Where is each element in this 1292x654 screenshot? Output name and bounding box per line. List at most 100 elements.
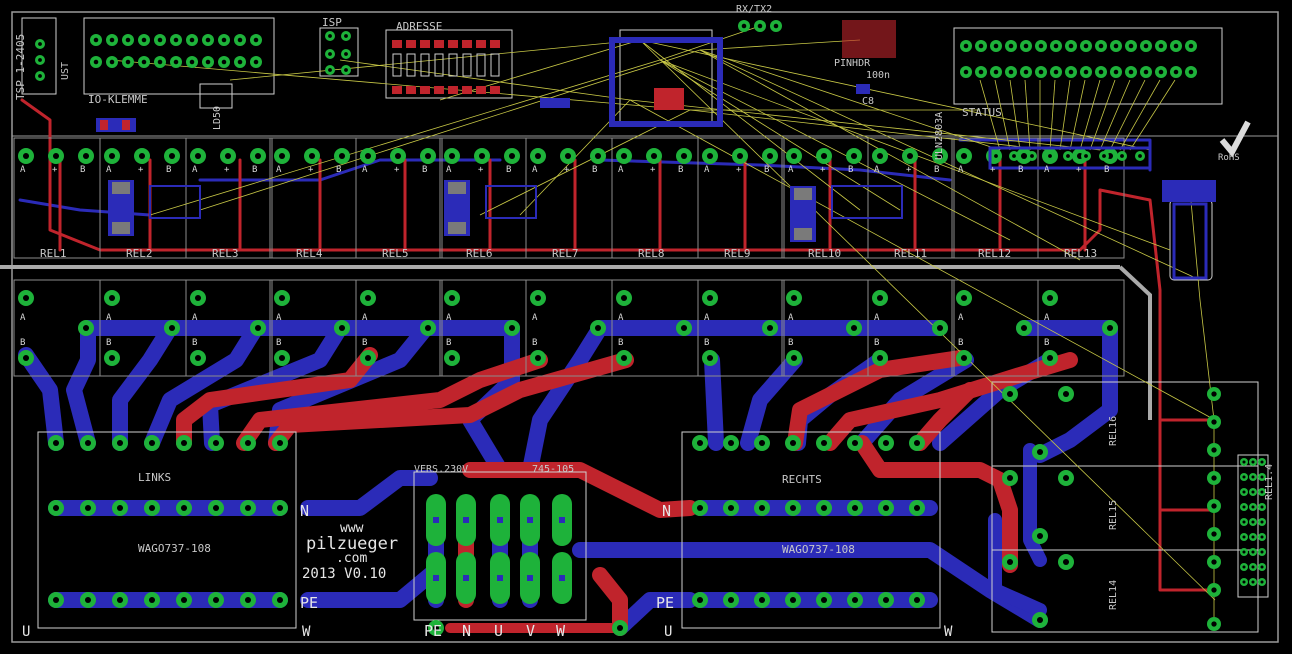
wago-left-pad-n	[176, 500, 192, 516]
relay-pin-label: B	[192, 338, 197, 348]
isp-pad	[341, 65, 351, 75]
wago-right-pad-pe	[847, 592, 863, 608]
side-header-pad	[1240, 563, 1248, 571]
wago-left-pad-top	[144, 435, 160, 451]
label-uln: ULN2803A	[934, 112, 945, 160]
wago-right-pad-n	[754, 500, 770, 516]
io-header-pad	[138, 34, 150, 46]
side-header-pad	[1240, 458, 1248, 466]
relay-pad-b	[676, 148, 692, 164]
wago-right-pad-top	[692, 435, 708, 451]
label-links: LINKS	[138, 471, 171, 484]
relay-pin-label: B	[422, 165, 427, 175]
dip-pad	[462, 40, 472, 48]
relay-pad-a	[360, 148, 376, 164]
side-relay-pad	[1002, 554, 1018, 570]
wago-left-pad-top	[112, 435, 128, 451]
wago-left-pad-top	[272, 435, 288, 451]
airwire	[1059, 79, 1071, 151]
wago-right-pad-n	[909, 500, 925, 516]
side-header-pad	[1258, 548, 1266, 556]
status-header-pad	[1050, 40, 1062, 52]
relay-contact-pad	[702, 350, 718, 366]
io-header-pad	[186, 56, 198, 68]
airwire	[1009, 79, 1021, 151]
relay-pad-plus	[816, 148, 832, 164]
relay-cell-outlines	[13, 137, 1125, 377]
rxtx-pad	[754, 20, 766, 32]
relay-pin-label: B	[788, 338, 793, 348]
wago-left-pad-top	[176, 435, 192, 451]
rxtx-pad	[770, 20, 782, 32]
io-header-pad	[202, 56, 214, 68]
io-header-pad	[202, 34, 214, 46]
relay-contact-pad	[786, 290, 802, 306]
io-header-pad	[90, 34, 102, 46]
dip-switch	[406, 53, 416, 77]
status-header-pad	[1125, 66, 1137, 78]
relay-pin-label: A	[362, 165, 368, 175]
relay-cell-upper	[185, 137, 273, 259]
airwire	[479, 109, 691, 216]
relay-pin-label: B	[336, 165, 341, 175]
relay-name-label: REL11	[894, 247, 927, 260]
relay-pin-label: +	[564, 165, 570, 175]
relay-cell-lower	[867, 279, 955, 377]
wago-right-pad-pe	[909, 592, 925, 608]
wago-right-pad-n	[692, 500, 708, 516]
io-header-pad	[106, 56, 118, 68]
status-header-pad	[1125, 40, 1137, 52]
tsp-pad	[35, 39, 45, 49]
io-header-pad	[122, 56, 134, 68]
label-745: 745-105	[532, 464, 574, 475]
label-wago-left: WAGO737-108	[138, 542, 211, 555]
relay-pin-label: A	[704, 313, 710, 323]
relay-contact-pad	[250, 320, 266, 336]
relay-contact-pad	[676, 320, 692, 336]
relay-pin-label: B	[166, 165, 171, 175]
side-relay-pad	[1058, 386, 1074, 402]
relay-pin-label: A	[446, 313, 452, 323]
dip-pad	[476, 86, 486, 94]
wago-left-pad-pe	[144, 592, 160, 608]
airwire	[1079, 79, 1101, 151]
relay-contact-pad	[530, 350, 546, 366]
wago-right-pad-pe	[878, 592, 894, 608]
relay-name-label: REL10	[808, 247, 841, 260]
io-header-pad	[250, 56, 262, 68]
wago-right-pad-top	[816, 435, 832, 451]
side-header-pad	[1258, 533, 1266, 541]
uln-pin	[1135, 151, 1145, 161]
status-header-pad	[1050, 66, 1062, 78]
relay-contact-pad	[1042, 290, 1058, 306]
wago-right-pad-top	[754, 435, 770, 451]
relay-pad-plus	[134, 148, 150, 164]
rxtx-pad	[738, 20, 750, 32]
label-wago-right: WAGO737-108	[782, 543, 855, 556]
relay-name-label: REL8	[638, 247, 665, 260]
relay-cell-upper	[867, 137, 955, 259]
relay-pin-label: A	[788, 165, 794, 175]
power-connector-pad	[490, 552, 510, 604]
wago-left-pad-top	[48, 435, 64, 451]
side-header-pad	[1258, 563, 1266, 571]
status-header-pad	[1095, 40, 1107, 52]
label-corner-u-left: U	[22, 624, 30, 640]
side-relay-pad	[1058, 470, 1074, 486]
wago-left-pad-top	[208, 435, 224, 451]
label-pe-left: PE	[300, 594, 318, 612]
label-corner-u-right: U	[664, 624, 672, 640]
wago-right-pad-top	[847, 435, 863, 451]
edge-pad	[1207, 617, 1221, 631]
relay-pin-label: +	[1076, 165, 1082, 175]
wago-left-pad-n	[80, 500, 96, 516]
status-header-pad	[1005, 40, 1017, 52]
relay-pin-label: A	[106, 313, 112, 323]
airwire	[639, 39, 1216, 601]
label-rechts: RECHTS	[782, 473, 822, 486]
status-header-pad	[1110, 66, 1122, 78]
airwire	[149, 59, 661, 216]
status-header-pad	[990, 66, 1002, 78]
